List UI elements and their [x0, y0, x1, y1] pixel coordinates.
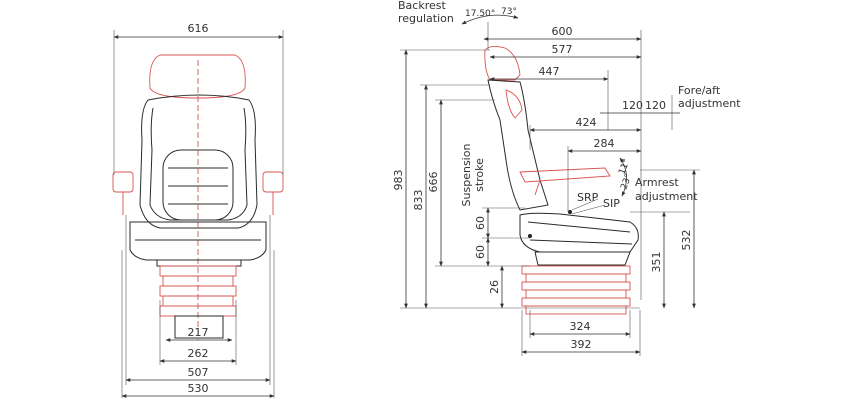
dim-217-label: 217	[188, 326, 209, 339]
angle-23-label: 23°	[619, 173, 634, 191]
dim-577-label: 577	[552, 43, 573, 56]
backrest-regulation-line2: regulation	[398, 12, 454, 25]
fore-aft-line2: adjustment	[678, 97, 741, 110]
dim-447-label: 447	[539, 65, 560, 78]
dim-392-label: 392	[571, 338, 592, 351]
front-cushion	[129, 221, 267, 261]
dim-530-label: 530	[188, 382, 209, 395]
dim-60a-label: 60	[474, 216, 487, 230]
armrest-adjust-line2: adjustment	[635, 190, 698, 203]
backrest-regulation-line1: Backrest	[398, 0, 446, 12]
side-headrest	[484, 45, 521, 81]
side-armrest	[519, 167, 611, 183]
front-armrest-left	[112, 171, 134, 193]
dim-833-label: 833	[412, 190, 425, 211]
dim-26-label: 26	[488, 280, 501, 294]
armrest-adjust-line1: Armrest	[635, 176, 679, 189]
dim-666-label: 666	[427, 172, 440, 193]
dim-120a-label: 120	[622, 99, 643, 112]
dim-284-label: 284	[594, 137, 615, 150]
dim-600-label: 600	[552, 25, 573, 38]
suspension-stroke-line1: Suspension	[460, 144, 473, 207]
dim-507-label: 507	[188, 366, 209, 379]
dim-983-label: 983	[392, 170, 405, 191]
fore-aft-line1: Fore/aft	[678, 84, 721, 97]
side-view: SRP SIP Backrest regulation 17.50° 73° 6…	[392, 0, 741, 356]
dim-262-label: 262	[188, 347, 209, 360]
dim-60b-label: 60	[474, 245, 487, 259]
dim-616-label: 616	[188, 22, 209, 35]
front-view: 616 217 262 507 530	[112, 22, 284, 398]
front-armrest-right	[262, 171, 284, 193]
angle-73-label: 73°	[501, 7, 517, 17]
dim-324-label: 324	[570, 320, 591, 333]
side-suspension-bellows	[521, 265, 631, 315]
dim-120b-label: 120	[645, 99, 666, 112]
sip-label: SIP	[603, 197, 620, 210]
srp-label: SRP	[577, 191, 599, 204]
front-headrest	[149, 54, 246, 99]
front-backrest	[139, 94, 258, 229]
dim-532-label: 532	[680, 230, 693, 251]
angle-17-50-label: 17.50°	[465, 9, 495, 19]
dim-424-label: 424	[576, 116, 597, 129]
dim-351-label: 351	[650, 252, 663, 273]
suspension-stroke-line2: stroke	[473, 158, 486, 192]
side-backrest	[487, 79, 549, 211]
side-cushion	[519, 212, 639, 253]
